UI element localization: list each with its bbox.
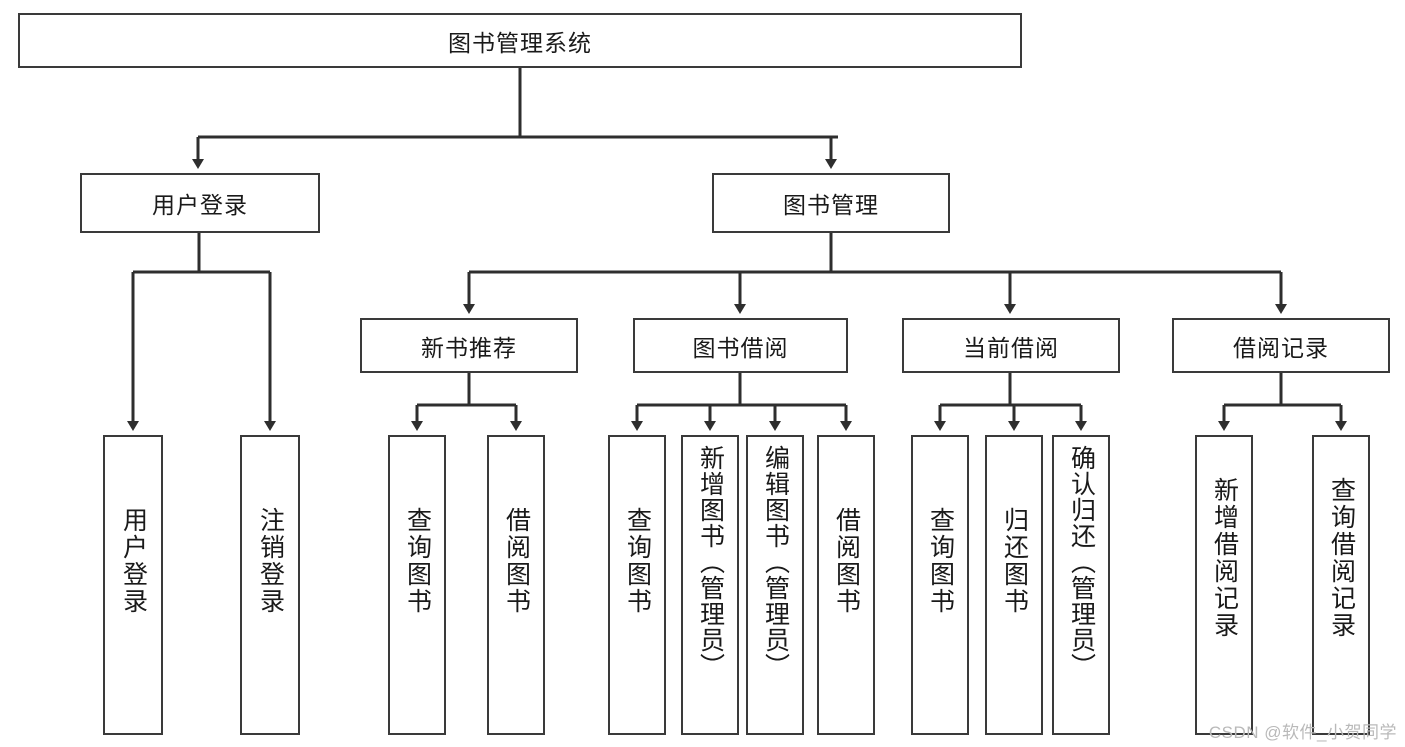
- node-leaf-confirm-return-admin-label: 确认归还（管理员）: [1067, 445, 1096, 679]
- node-user-login[interactable]: 用户登录: [80, 173, 320, 233]
- node-leaf-query-book-1[interactable]: 查询图书: [388, 435, 446, 735]
- node-leaf-query-book-3[interactable]: 查询图书: [911, 435, 969, 735]
- node-leaf-edit-book-admin[interactable]: 编辑图书（管理员）: [746, 435, 804, 735]
- node-leaf-return-book-label: 归还图书: [1000, 507, 1029, 615]
- node-leaf-borrow-book-2[interactable]: 借阅图书: [817, 435, 875, 735]
- node-leaf-add-borrow-record[interactable]: 新增借阅记录: [1195, 435, 1253, 735]
- node-user-login-label: 用户登录: [152, 192, 248, 218]
- node-leaf-user-login-label: 用户登录: [119, 507, 148, 615]
- node-borrow-record-label: 借阅记录: [1233, 334, 1329, 361]
- node-current-borrow-label: 当前借阅: [963, 334, 1059, 361]
- node-leaf-query-book-3-label: 查询图书: [926, 507, 955, 615]
- node-new-book-recommend-label: 新书推荐: [421, 334, 517, 361]
- node-new-book-recommend[interactable]: 新书推荐: [360, 318, 578, 373]
- node-leaf-borrow-book-1-label: 借阅图书: [502, 507, 531, 615]
- node-leaf-confirm-return-admin[interactable]: 确认归还（管理员）: [1052, 435, 1110, 735]
- node-leaf-query-borrow-record[interactable]: 查询借阅记录: [1312, 435, 1370, 735]
- node-current-borrow[interactable]: 当前借阅: [902, 318, 1120, 373]
- node-leaf-query-book-2-label: 查询图书: [623, 507, 652, 615]
- node-leaf-query-book-2[interactable]: 查询图书: [608, 435, 666, 735]
- watermark-text: CSDN @软件_小贺同学: [1208, 723, 1397, 742]
- node-leaf-query-borrow-record-label: 查询借阅记录: [1327, 477, 1356, 639]
- node-leaf-add-book-admin[interactable]: 新增图书（管理员）: [681, 435, 739, 735]
- node-book-management-label: 图书管理: [783, 192, 879, 218]
- node-leaf-user-logout[interactable]: 注销登录: [240, 435, 300, 735]
- node-leaf-edit-book-admin-label: 编辑图书（管理员）: [761, 445, 790, 679]
- node-root[interactable]: 图书管理系统: [18, 13, 1022, 68]
- node-leaf-user-login[interactable]: 用户登录: [103, 435, 163, 735]
- node-borrow-record[interactable]: 借阅记录: [1172, 318, 1390, 373]
- node-leaf-add-book-admin-label: 新增图书（管理员）: [696, 445, 725, 679]
- node-leaf-query-book-1-label: 查询图书: [403, 507, 432, 615]
- node-book-borrow[interactable]: 图书借阅: [633, 318, 848, 373]
- node-leaf-user-logout-label: 注销登录: [256, 507, 285, 615]
- node-book-borrow-label: 图书借阅: [692, 334, 789, 361]
- node-root-label: 图书管理系统: [448, 29, 592, 56]
- node-leaf-return-book[interactable]: 归还图书: [985, 435, 1043, 735]
- node-book-management[interactable]: 图书管理: [712, 173, 950, 233]
- node-leaf-add-borrow-record-label: 新增借阅记录: [1210, 477, 1239, 639]
- node-leaf-borrow-book-1[interactable]: 借阅图书: [487, 435, 545, 735]
- node-leaf-borrow-book-2-label: 借阅图书: [832, 507, 861, 615]
